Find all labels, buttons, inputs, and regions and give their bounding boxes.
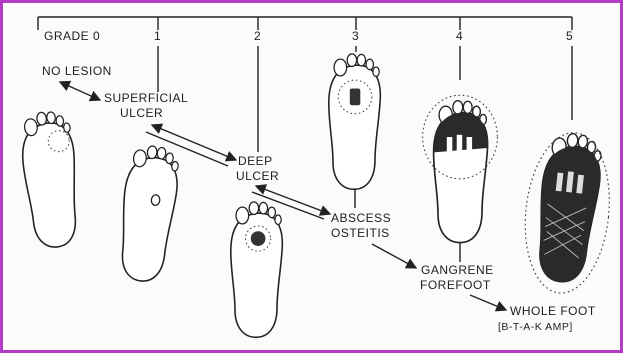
grade-1-label: 1 [154,29,161,43]
stage-whole-line1: WHOLE FOOT [510,304,596,318]
grade-4-label: 4 [456,29,463,43]
foot-grade-1 [116,144,181,284]
stage-superficial-line1: SUPERFICIAL [104,91,188,105]
grade-2-label: 2 [254,29,261,43]
foot-grade-0 [18,109,83,249]
grade-3-label: 3 [352,29,359,43]
grade-0-label: GRADE 0 [44,29,100,43]
whole-foot-gangrene-area [533,143,603,284]
stage-deep-line2: ULCER [236,169,279,183]
foot-grade-3 [329,54,381,189]
grade-5-label: 5 [566,29,573,43]
stage-superficial-line2: ULCER [120,106,163,120]
stage-abscess-line1: ABSCESS [331,211,391,225]
abscess-mark [350,89,361,106]
foot-grade-5 [518,128,617,297]
foot-grade-4 [423,95,498,242]
superficial-ulcer-mark [151,194,160,205]
top-bracket [38,17,572,30]
stage-gangrene-line2: FOREFOOT [420,278,491,292]
deep-ulcer-mark [251,231,266,246]
stage-abscess-line2: OSTEITIS [331,226,390,240]
foot-grade-2 [231,202,283,337]
stage-deep-line1: DEEP [238,154,273,168]
stage-gangrene-line1: GANGRENE [421,263,494,277]
stage-whole-line2: [B-T-A-K AMP] [498,321,573,333]
stage-no-lesion: NO LESION [42,64,112,78]
